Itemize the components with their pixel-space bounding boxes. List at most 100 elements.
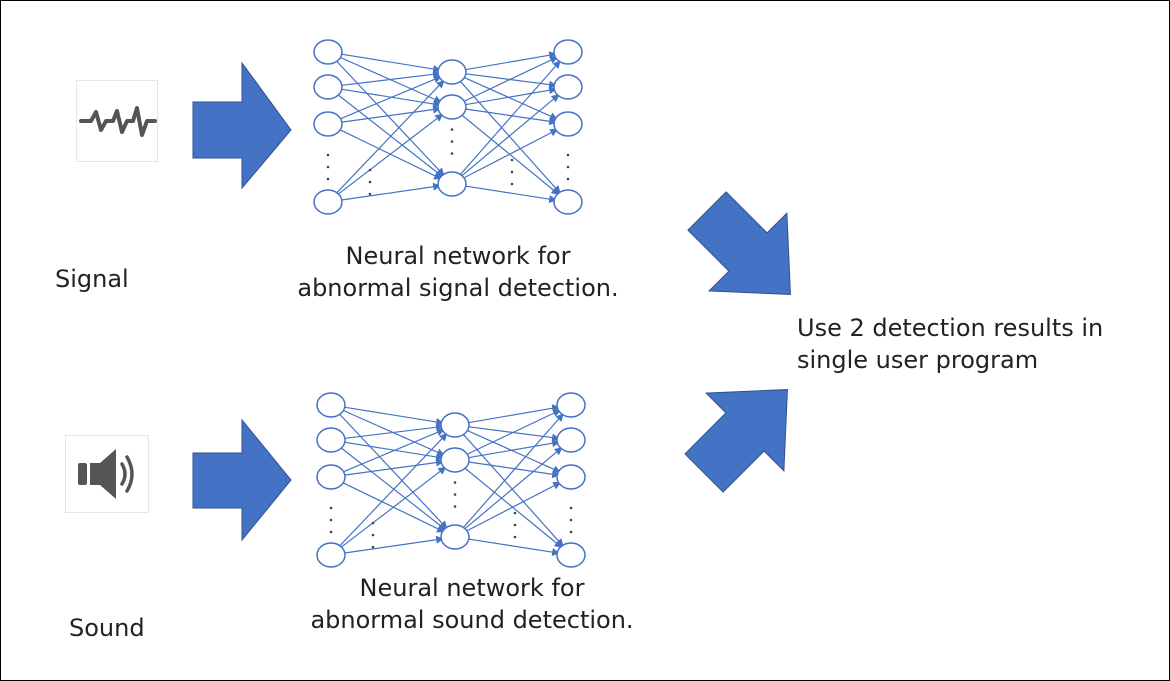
connection-arrow xyxy=(462,128,559,180)
ellipsis-dot xyxy=(368,180,372,184)
ellipsis-dot xyxy=(329,530,333,534)
connection-arrow xyxy=(337,93,444,178)
connection-arrow xyxy=(335,60,445,176)
ellipsis-dot xyxy=(371,533,375,537)
connection-arrow xyxy=(466,439,561,459)
ellipsis-dot xyxy=(453,505,457,508)
connection-arrow xyxy=(342,535,445,554)
connection-arrow xyxy=(338,413,448,529)
neuron-node xyxy=(440,447,470,473)
connection-arrow xyxy=(462,413,564,529)
ellipsis-dot xyxy=(510,182,514,186)
ellipsis-dot xyxy=(371,545,375,549)
connection-arrow xyxy=(462,56,559,103)
sound-caption-line1: Neural network for xyxy=(359,574,585,602)
neuron-node xyxy=(313,39,343,65)
connection-arrow xyxy=(463,447,563,530)
ellipsis-dot xyxy=(510,158,514,162)
neuron-node xyxy=(556,392,586,418)
ellipsis-dot xyxy=(513,535,517,539)
connection-arrow xyxy=(341,428,445,473)
connection-arrow xyxy=(339,88,442,108)
connection-arrow xyxy=(339,53,442,73)
ellipsis-dot xyxy=(453,481,457,484)
ellipsis-dot xyxy=(450,140,454,143)
connection-arrow xyxy=(465,409,562,456)
neuron-node xyxy=(437,59,467,85)
waveform-icon-box xyxy=(76,80,158,162)
connection-arrow xyxy=(462,76,558,120)
connection-arrow xyxy=(340,466,447,549)
connection-arrow xyxy=(339,182,442,201)
neuron-node xyxy=(440,412,470,438)
connection-arrow xyxy=(466,538,561,557)
neuron-node xyxy=(316,392,346,418)
connection-arrow xyxy=(459,60,561,176)
ellipsis-dot xyxy=(326,153,330,157)
speaker-icon xyxy=(78,449,134,499)
ellipsis-dot xyxy=(326,165,330,169)
ellipsis-dot xyxy=(569,530,573,534)
neuron-node xyxy=(437,94,467,120)
signal-neural-network xyxy=(313,39,583,215)
ellipsis-dot xyxy=(510,170,514,174)
sound-to-output-arrow xyxy=(684,389,788,493)
waveform-icon xyxy=(79,106,157,137)
connection-arrow xyxy=(463,108,558,126)
ellipsis-dot xyxy=(450,152,454,155)
signal-input-arrow xyxy=(192,61,292,190)
neuron-node xyxy=(316,464,346,490)
speaker-icon-box xyxy=(65,435,149,513)
connection-arrow xyxy=(339,105,442,123)
ellipsis-dot xyxy=(566,153,570,157)
connection-arrow xyxy=(342,441,445,461)
neuron-node xyxy=(553,189,583,215)
connection-arrow xyxy=(462,433,564,547)
connection-arrow xyxy=(342,406,445,426)
connection-arrow xyxy=(465,429,561,473)
neuron-node xyxy=(556,542,586,568)
ellipsis-dot xyxy=(450,128,454,131)
connection-arrow xyxy=(338,432,448,547)
connection-arrow xyxy=(460,94,560,177)
connection-arrow xyxy=(463,51,558,71)
connection-arrow xyxy=(463,86,558,106)
ellipsis-dot xyxy=(371,521,375,525)
ellipsis-dot xyxy=(513,511,517,515)
ellipsis-dot xyxy=(368,192,372,196)
connection-arrow xyxy=(463,185,558,204)
signal-to-output-arrow xyxy=(687,191,791,295)
sound-network-caption: Neural network for abnormal sound detect… xyxy=(282,572,662,636)
connection-arrow xyxy=(337,113,444,196)
ellipsis-dot xyxy=(368,168,372,172)
neuron-node xyxy=(556,464,586,490)
neuron-node xyxy=(313,189,343,215)
connection-arrow xyxy=(342,458,445,476)
connection-arrow xyxy=(466,461,561,479)
output-text: Use 2 detection results in single user p… xyxy=(797,312,1103,376)
neuron-node xyxy=(316,542,346,568)
ellipsis-dot xyxy=(566,165,570,169)
ellipsis-dot xyxy=(569,518,573,522)
signal-caption-line1: Neural network for xyxy=(345,242,571,270)
ellipsis-dot xyxy=(329,506,333,510)
signal-caption-line2: abnormal signal detection. xyxy=(297,274,619,302)
neuron-node xyxy=(440,524,470,550)
sound-caption-line2: abnormal sound detection. xyxy=(310,606,634,634)
connection-arrow xyxy=(342,423,445,440)
signal-label: Signal xyxy=(55,265,129,293)
connection-arrow xyxy=(340,446,447,531)
connection-arrow xyxy=(338,75,442,120)
neuron-node xyxy=(437,171,467,197)
edge-group xyxy=(338,404,564,557)
ellipsis-dot xyxy=(566,177,570,181)
output-line1: Use 2 detection results in xyxy=(797,314,1104,342)
output-line2: single user program xyxy=(797,346,1039,374)
connection-arrow xyxy=(335,79,445,194)
connection-arrow xyxy=(466,404,561,424)
neuron-node xyxy=(553,39,583,65)
connection-arrow xyxy=(339,70,442,87)
ellipsis-dot xyxy=(453,493,457,496)
neuron-node xyxy=(313,74,343,100)
